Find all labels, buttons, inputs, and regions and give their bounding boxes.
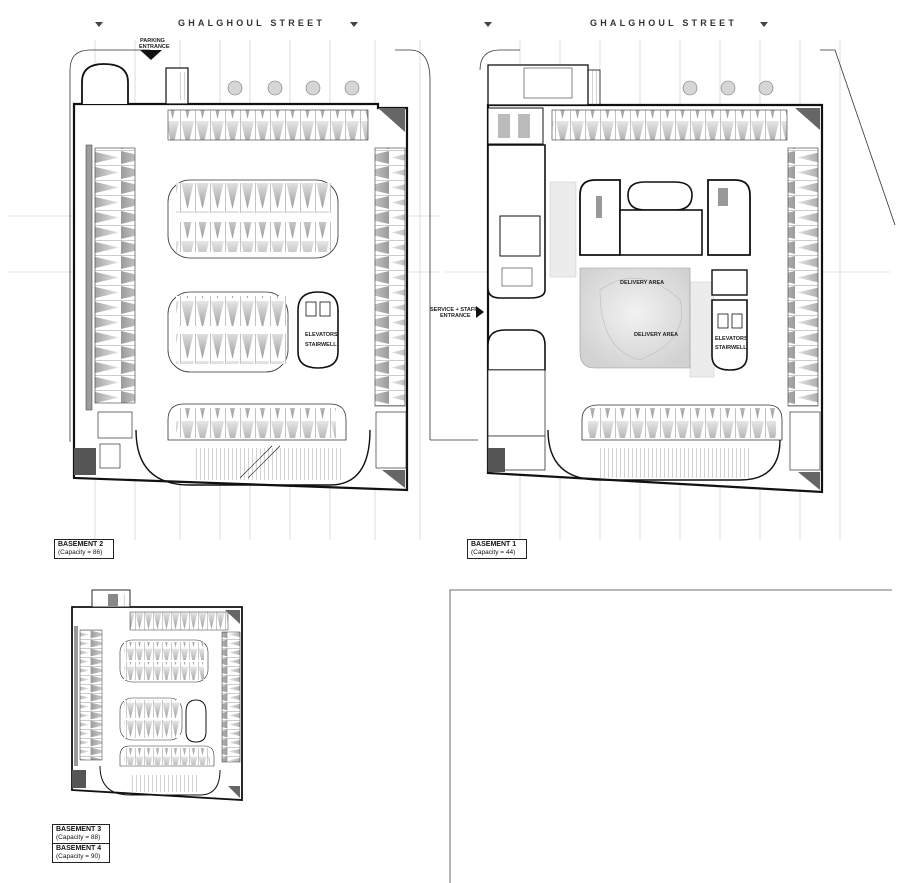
basement-2-caption: BASEMENT 2 (Capacity = 86) — [54, 539, 114, 559]
basement-2-capacity: (Capacity = 86) — [58, 549, 103, 556]
basement-1-title: BASEMENT 1 — [471, 541, 517, 548]
street-label-left: GHALGHOUL STREET — [178, 18, 325, 28]
basement-4-title: BASEMENT 4 — [56, 845, 102, 852]
basement-1-capacity: (Capacity = 44) — [471, 549, 516, 556]
trees-b2 — [227, 80, 360, 96]
basement-2-title: BASEMENT 2 — [58, 541, 104, 548]
basement-1-plan: DELIVERY AREA DELIVERY AREA ELEVATORS ST… — [476, 64, 824, 494]
blank-sheet-frame — [449, 589, 892, 883]
svg-text:DELIVERY AREA: DELIVERY AREA — [620, 280, 664, 286]
basement-3-title: BASEMENT 3 — [56, 826, 102, 833]
svg-text:STAIRWELL: STAIRWELL — [305, 342, 337, 348]
north-markers — [95, 22, 768, 27]
basement-3-4-plan — [71, 589, 243, 801]
svg-text:ELEVATORS: ELEVATORS — [305, 332, 338, 338]
caption-divider — [53, 843, 109, 844]
parking-entrance-label-1: PARKING — [140, 38, 165, 44]
basement-3-4-caption: BASEMENT 3 (Capacity = 88) BASEMENT 4 (C… — [52, 824, 110, 863]
trees-b1 — [682, 80, 774, 96]
basement-1-caption: BASEMENT 1 (Capacity = 44) — [467, 539, 527, 559]
svg-text:ELEVATORS: ELEVATORS — [715, 336, 748, 342]
svg-text:DELIVERY AREA: DELIVERY AREA — [634, 332, 678, 338]
site-boundary — [69, 49, 896, 442]
basement-3-capacity: (Capacity = 88) — [56, 834, 101, 841]
svg-text:STAIRWELL: STAIRWELL — [715, 345, 747, 351]
street-label-right: GHALGHOUL STREET — [590, 18, 737, 28]
basement-2-plan: ELEVATORS STAIRWELL — [72, 50, 409, 492]
basement-4-capacity: (Capacity = 90) — [56, 853, 101, 860]
service-entrance-label-2: ENTRANCE — [440, 313, 471, 319]
parking-entrance-label-2: ENTRANCE — [139, 44, 170, 50]
service-entrance-label-1: SERVICE + STAFF — [430, 307, 478, 313]
